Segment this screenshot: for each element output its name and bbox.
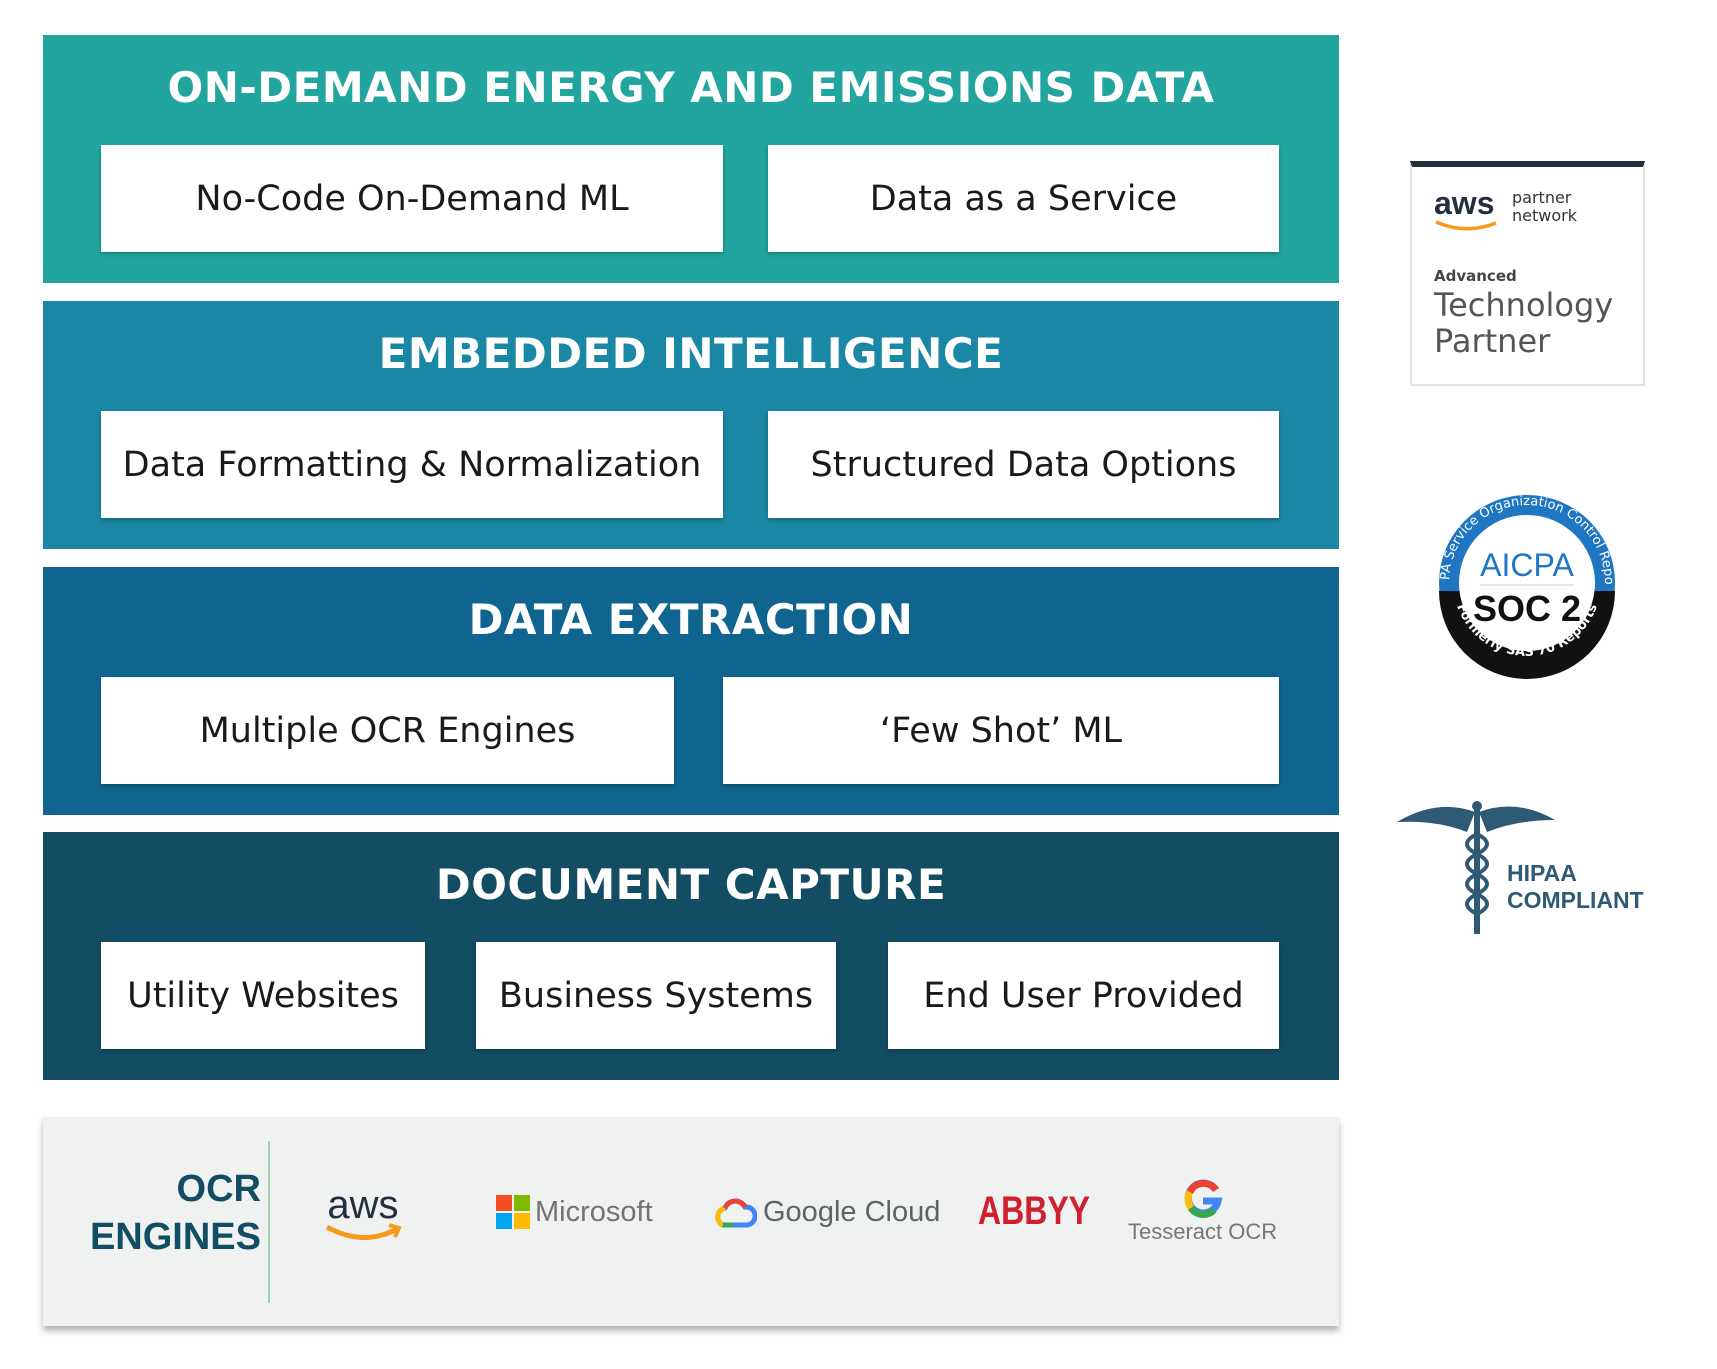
aws-logo: aws (323, 1183, 403, 1243)
layer-document-capture: DOCUMENT CAPTURE Utility Websites Busine… (43, 832, 1339, 1080)
layer-title: EMBEDDED INTELLIGENCE (378, 329, 1004, 378)
ocr-engines-panel: OCR ENGINES aws Microsoft Google Cloud A… (43, 1117, 1339, 1326)
soc2-text: SOC 2 (1473, 588, 1581, 629)
divider (268, 1141, 270, 1303)
few-shot-ml-box: ‘Few Shot’ ML (723, 677, 1279, 784)
structured-data-box: Structured Data Options (768, 411, 1279, 518)
aws-badge-tier: Advanced (1434, 267, 1517, 285)
google-cloud-text: Google Cloud (763, 1195, 941, 1228)
google-cloud-icon (715, 1198, 757, 1228)
abbyy-text: ABBYY (978, 1189, 1091, 1233)
hipaa-text: HIPAA COMPLIANT (1507, 860, 1644, 914)
no-code-ml-box: No-Code On-Demand ML (101, 145, 723, 252)
end-user-provided-box: End User Provided (888, 942, 1279, 1049)
layer-title: DOCUMENT CAPTURE (435, 860, 947, 909)
hipaa-line1: HIPAA (1507, 860, 1577, 886)
tesseract-logo: Tesseract OCR (1128, 1179, 1277, 1245)
aws-badge-logo: aws (1434, 185, 1495, 221)
hipaa-badge: HIPAA COMPLIANT (1397, 798, 1657, 940)
ocr-engines-label: OCR ENGINES (90, 1165, 261, 1261)
ocr-label-line1: OCR (176, 1168, 261, 1210)
aicpa-text: AICPA (1480, 547, 1574, 583)
layer-embedded-intelligence: EMBEDDED INTELLIGENCE Data Formatting & … (43, 301, 1339, 549)
hipaa-line2: COMPLIANT (1507, 887, 1644, 913)
abbyy-logo: ABBYY (978, 1189, 1118, 1234)
aws-logo-text: aws (327, 1183, 399, 1227)
aws-badge-title1: Technology (1434, 286, 1614, 324)
google-cloud-logo: Google Cloud (713, 1195, 940, 1229)
aws-smile-icon (1435, 220, 1497, 231)
layer-title: ON-DEMAND ENERGY AND EMISSIONS DATA (167, 63, 1215, 112)
ocr-label-line2: ENGINES (89, 1216, 261, 1258)
tesseract-text: Tesseract OCR (1128, 1219, 1278, 1244)
layer-data-extraction: DATA EXTRACTION Multiple OCR Engines ‘Fe… (43, 567, 1339, 815)
layer-title: DATA EXTRACTION (468, 595, 914, 644)
multiple-ocr-box: Multiple OCR Engines (101, 677, 674, 784)
utility-websites-box: Utility Websites (101, 942, 425, 1049)
data-formatting-box: Data Formatting & Normalization (101, 411, 723, 518)
layer-energy-emissions-data: ON-DEMAND ENERGY AND EMISSIONS DATA No-C… (43, 35, 1339, 283)
microsoft-squares-icon (496, 1195, 530, 1229)
aws-badge-title2: Partner (1434, 322, 1551, 360)
aicpa-soc2-badge: AICPA Service Organization Control Repor… (1425, 481, 1616, 679)
google-g-icon (1184, 1179, 1222, 1218)
business-systems-box: Business Systems (476, 942, 836, 1049)
aws-smile-icon (325, 1223, 402, 1240)
aws-badge-line2: network (1512, 206, 1577, 225)
aws-badge-line1: partner (1512, 188, 1572, 207)
data-as-a-service-box: Data as a Service (768, 145, 1279, 252)
caduceus-icon (1397, 801, 1555, 934)
microsoft-text: Microsoft (535, 1195, 653, 1228)
microsoft-logo: Microsoft (496, 1195, 653, 1229)
